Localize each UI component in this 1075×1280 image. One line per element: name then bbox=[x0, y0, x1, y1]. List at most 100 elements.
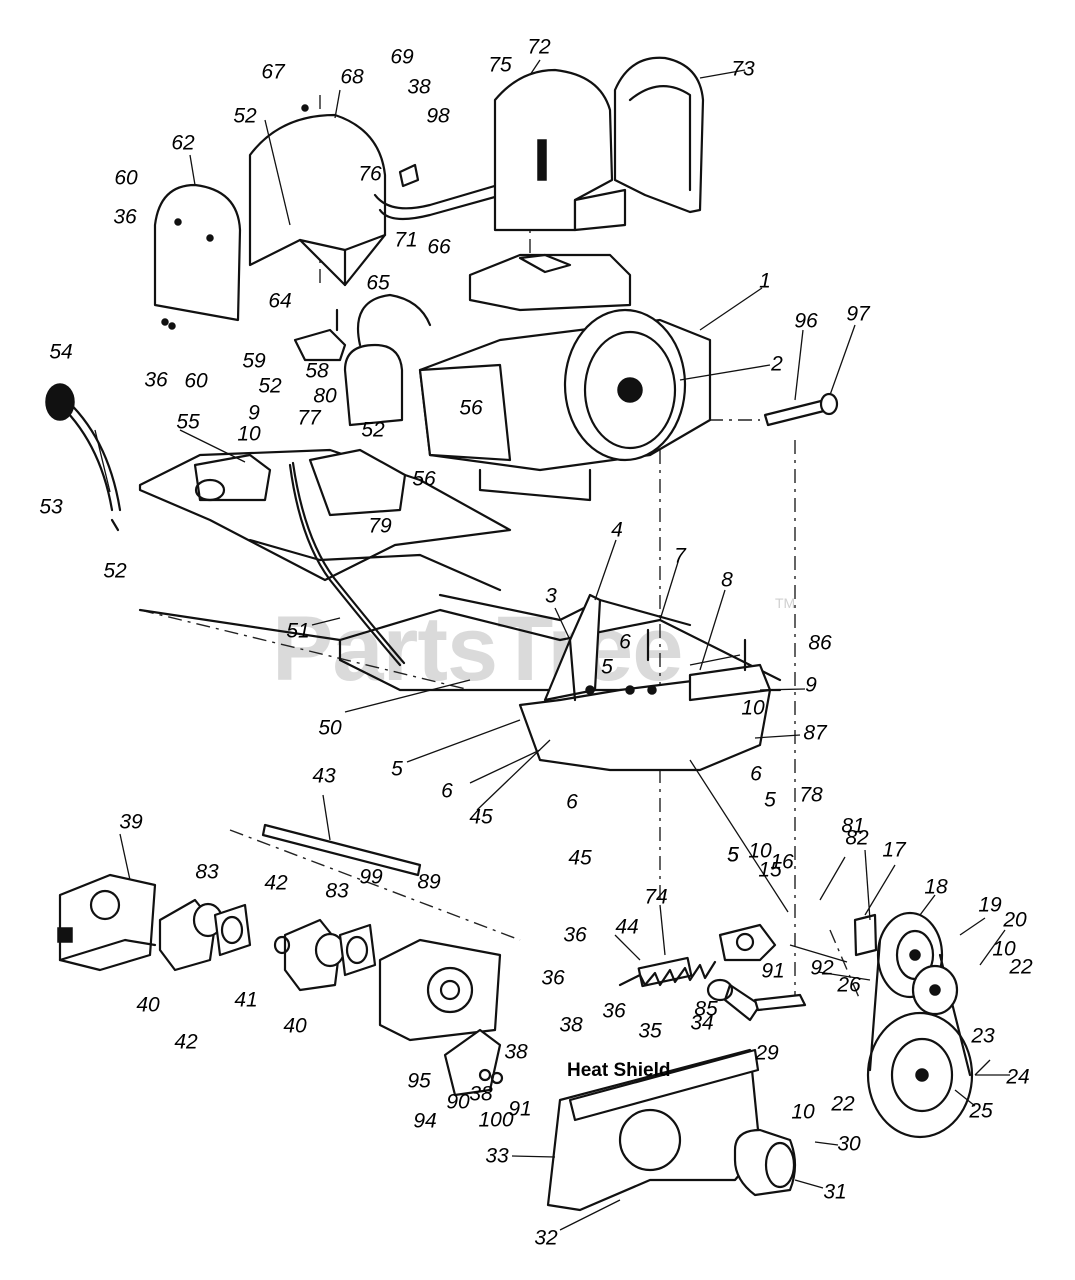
callout-label: 35 bbox=[638, 1020, 662, 1043]
callout-label: 8 bbox=[721, 569, 733, 592]
spring-74 bbox=[618, 956, 717, 988]
callout-label: 77 bbox=[297, 407, 322, 430]
callout-label: 60 bbox=[114, 167, 138, 190]
callout-label: 56 bbox=[412, 468, 436, 491]
callout-label: 45 bbox=[469, 806, 493, 829]
callout-label: 2 bbox=[770, 353, 783, 376]
callout-label: 7 bbox=[674, 545, 687, 568]
callout-label: 51 bbox=[286, 620, 309, 643]
frame-50 bbox=[138, 538, 782, 692]
callout-label: 10 bbox=[741, 697, 765, 720]
callout-label: 76 bbox=[358, 163, 382, 186]
part-31 bbox=[733, 1128, 797, 1197]
heat-shield-label: Heat Shield bbox=[567, 1060, 670, 1081]
callout-label: 5 bbox=[764, 789, 776, 812]
callout-label: 86 bbox=[808, 632, 832, 655]
callout-label: 10 bbox=[748, 840, 772, 863]
callout-label: 5 bbox=[391, 758, 403, 781]
callout-label: 42 bbox=[264, 872, 288, 895]
callout-label: 52 bbox=[233, 105, 257, 128]
callout-label: 38 bbox=[559, 1014, 583, 1037]
engine-1 bbox=[418, 253, 712, 502]
callout-label: 83 bbox=[325, 880, 349, 903]
callout-label: 40 bbox=[283, 1015, 307, 1038]
callout-label: 83 bbox=[195, 861, 219, 884]
pulley-assembly bbox=[853, 911, 974, 1139]
callout-label: 18 bbox=[924, 876, 948, 899]
callout-label: 41 bbox=[234, 989, 257, 1012]
muffler-58 bbox=[343, 293, 432, 427]
callout-label: 66 bbox=[427, 236, 451, 259]
shaft-96 bbox=[763, 392, 839, 427]
callout-label: 81 bbox=[841, 815, 864, 838]
shaft-43 bbox=[261, 823, 422, 877]
watermark-tm: TM bbox=[775, 595, 795, 611]
callout-label: 44 bbox=[615, 916, 638, 939]
callout-label: 96 bbox=[794, 310, 818, 333]
callout-label: 67 bbox=[261, 61, 286, 84]
callout-label: 52 bbox=[258, 375, 282, 398]
callout-label: 50 bbox=[318, 717, 342, 740]
callout-label: 36 bbox=[602, 1000, 626, 1023]
callout-label: 30 bbox=[837, 1133, 861, 1156]
callout-label: 29 bbox=[754, 1042, 779, 1065]
bracket-39 bbox=[57, 873, 157, 972]
callout-label: 26 bbox=[836, 974, 861, 997]
callout-label: 10 bbox=[237, 423, 261, 446]
callout-label: 94 bbox=[413, 1110, 436, 1133]
control-plate bbox=[138, 448, 512, 582]
callout-label: 32 bbox=[534, 1227, 558, 1250]
callout-label: 39 bbox=[119, 811, 143, 834]
callout-label: 38 bbox=[504, 1041, 528, 1064]
callout-label: 19 bbox=[978, 894, 1002, 917]
callout-label: 74 bbox=[644, 886, 667, 909]
callout-label: 20 bbox=[1002, 909, 1027, 932]
callout-label: 91 bbox=[508, 1098, 531, 1121]
callout-label: 65 bbox=[366, 272, 390, 295]
callout-label: 55 bbox=[176, 411, 200, 434]
shroud-72 bbox=[493, 68, 627, 232]
callout-label: 5 bbox=[727, 844, 739, 867]
housing-95 bbox=[378, 938, 502, 1042]
callout-label: 31 bbox=[823, 1181, 846, 1204]
callout-label: 3 bbox=[545, 585, 557, 608]
callout-label: 80 bbox=[313, 385, 337, 408]
callout-label: 89 bbox=[417, 871, 441, 894]
linkage bbox=[706, 923, 807, 1022]
callout-label: 92 bbox=[810, 957, 834, 980]
callout-label: 25 bbox=[968, 1100, 993, 1123]
callout-label: 23 bbox=[970, 1025, 995, 1048]
housing-assembly bbox=[518, 593, 772, 772]
callout-label: 43 bbox=[312, 765, 336, 788]
callout-label: 4 bbox=[611, 519, 623, 542]
callout-label: 91 bbox=[761, 960, 784, 983]
bearing-plate-left bbox=[158, 898, 252, 972]
callout-label: 78 bbox=[799, 784, 823, 807]
callout-label: 79 bbox=[368, 515, 392, 538]
callout-label: 36 bbox=[541, 967, 565, 990]
callout-label: 17 bbox=[882, 839, 907, 862]
callout-label: 59 bbox=[242, 350, 266, 373]
callout-label: 40 bbox=[136, 994, 160, 1017]
callout-labels: 1 2 3 4 5 5 5 5 5 6 6 6 6 7 8 9 9 10 10 … bbox=[39, 36, 1033, 1250]
callout-label: 71 bbox=[394, 229, 417, 252]
callout-label: 10 bbox=[791, 1101, 815, 1124]
callout-label: 72 bbox=[527, 36, 551, 59]
callout-label: 36 bbox=[563, 924, 587, 947]
callout-label: 100 bbox=[478, 1109, 513, 1132]
callout-label: 64 bbox=[268, 290, 291, 313]
callout-label: 68 bbox=[340, 66, 364, 89]
callout-label: 15 bbox=[758, 859, 782, 882]
callout-label: 16 bbox=[770, 851, 794, 874]
callout-label: 75 bbox=[488, 54, 512, 77]
callout-label: 6 bbox=[619, 631, 631, 654]
plate-94 bbox=[443, 1028, 504, 1097]
callout-label: 22 bbox=[830, 1093, 855, 1116]
shroud-73 bbox=[613, 56, 705, 214]
callout-label: 52 bbox=[103, 560, 127, 583]
callout-label: 1 bbox=[759, 270, 771, 293]
callout-label: 33 bbox=[485, 1145, 509, 1168]
callout-label: 98 bbox=[426, 105, 450, 128]
callout-label: 36 bbox=[144, 369, 168, 392]
